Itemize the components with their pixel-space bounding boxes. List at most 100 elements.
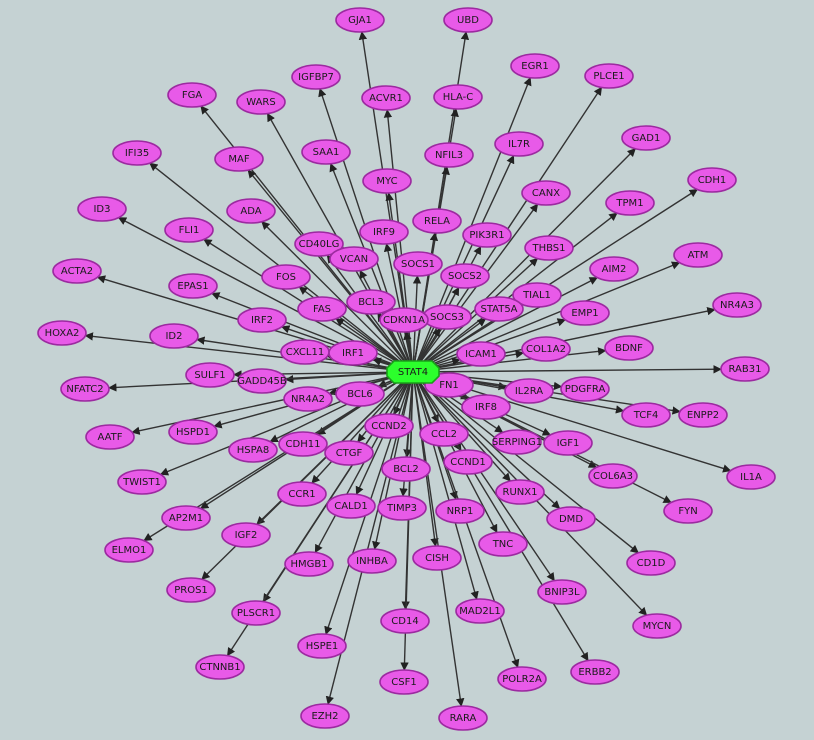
node-maf[interactable]: MAF: [214, 146, 264, 172]
node-fyn[interactable]: FYN: [663, 498, 713, 524]
hub-shape[interactable]: [386, 360, 440, 384]
node-myc[interactable]: MYC: [362, 168, 412, 194]
node-shape[interactable]: [347, 548, 397, 574]
node-igf1[interactable]: IGF1: [543, 430, 593, 456]
node-shape[interactable]: [335, 381, 385, 407]
node-cxcl11[interactable]: CXCL11: [280, 339, 330, 365]
node-shape[interactable]: [497, 666, 547, 692]
node-cdh11[interactable]: CDH11: [278, 431, 328, 457]
node-shape[interactable]: [494, 131, 544, 157]
node-canx[interactable]: CANX: [521, 180, 571, 206]
node-shape[interactable]: [440, 263, 490, 289]
node-ccnd1[interactable]: CCND1: [443, 449, 493, 475]
node-shape[interactable]: [77, 196, 127, 222]
node-socs3[interactable]: SOCS3: [422, 304, 472, 330]
node-shape[interactable]: [512, 282, 562, 308]
node-cd14[interactable]: CD14: [380, 608, 430, 634]
node-cdkn1a[interactable]: CDKN1A: [379, 307, 429, 333]
node-cd40lg[interactable]: CD40LG: [294, 231, 344, 257]
node-hspe1[interactable]: HSPE1: [297, 633, 347, 659]
node-shape[interactable]: [294, 231, 344, 257]
node-nrp1[interactable]: NRP1: [435, 498, 485, 524]
node-shape[interactable]: [560, 376, 610, 402]
node-vcan[interactable]: VCAN: [329, 246, 379, 272]
node-hspd1[interactable]: HSPD1: [168, 419, 218, 445]
node-shape[interactable]: [161, 505, 211, 531]
node-shape[interactable]: [60, 376, 110, 402]
node-tcf4[interactable]: TCF4: [621, 402, 671, 428]
node-shape[interactable]: [621, 402, 671, 428]
node-mad2l1[interactable]: MAD2L1: [455, 598, 505, 624]
node-gad1[interactable]: GAD1: [621, 125, 671, 151]
node-irf2[interactable]: IRF2: [237, 307, 287, 333]
node-shape[interactable]: [412, 208, 462, 234]
node-serping1[interactable]: SERPING1: [492, 429, 542, 455]
node-shape[interactable]: [297, 296, 347, 322]
node-shape[interactable]: [381, 456, 431, 482]
node-shape[interactable]: [435, 498, 485, 524]
node-pik3r1[interactable]: PIK3R1: [462, 222, 512, 248]
node-socs2[interactable]: SOCS2: [440, 263, 490, 289]
node-thbs1[interactable]: THBS1: [524, 235, 574, 261]
node-epas1[interactable]: EPAS1: [168, 273, 218, 299]
node-bnip3l[interactable]: BNIP3L: [537, 579, 587, 605]
node-shape[interactable]: [277, 481, 327, 507]
node-shape[interactable]: [462, 222, 512, 248]
node-shape[interactable]: [510, 53, 560, 79]
node-shape[interactable]: [521, 180, 571, 206]
node-shape[interactable]: [546, 506, 596, 532]
node-dmd[interactable]: DMD: [546, 506, 596, 532]
node-id2[interactable]: ID2: [149, 323, 199, 349]
node-shape[interactable]: [237, 307, 287, 333]
node-nfil3[interactable]: NFIL3: [424, 142, 474, 168]
node-runx1[interactable]: RUNX1: [495, 479, 545, 505]
node-shape[interactable]: [168, 273, 218, 299]
node-shape[interactable]: [37, 320, 87, 346]
node-shape[interactable]: [291, 64, 341, 90]
node-shape[interactable]: [584, 63, 634, 89]
node-shape[interactable]: [443, 449, 493, 475]
node-ap2m1[interactable]: AP2M1: [161, 505, 211, 531]
node-hla-c[interactable]: HLA-C: [433, 84, 483, 110]
node-col6a3[interactable]: COL6A3: [588, 463, 638, 489]
node-shape[interactable]: [456, 341, 506, 367]
node-irf9[interactable]: IRF9: [359, 219, 409, 245]
node-shape[interactable]: [478, 531, 528, 557]
node-shape[interactable]: [663, 498, 713, 524]
node-shape[interactable]: [461, 394, 511, 420]
node-shape[interactable]: [543, 430, 593, 456]
node-hoxa2[interactable]: HOXA2: [37, 320, 87, 346]
node-ccnd2[interactable]: CCND2: [364, 413, 414, 439]
node-nr4a2[interactable]: NR4A2: [283, 386, 333, 412]
node-shape[interactable]: [379, 307, 429, 333]
node-elmo1[interactable]: ELMO1: [104, 537, 154, 563]
node-enpp2[interactable]: ENPP2: [678, 402, 728, 428]
node-fas[interactable]: FAS: [297, 296, 347, 322]
node-shape[interactable]: [393, 251, 443, 277]
node-cd1d[interactable]: CD1D: [626, 550, 676, 576]
node-shape[interactable]: [104, 537, 154, 563]
node-shape[interactable]: [149, 323, 199, 349]
node-shape[interactable]: [605, 190, 655, 216]
node-bdnf[interactable]: BDNF: [604, 335, 654, 361]
node-atm[interactable]: ATM: [673, 242, 723, 268]
node-shape[interactable]: [346, 289, 396, 315]
node-cald1[interactable]: CALD1: [326, 493, 376, 519]
node-shape[interactable]: [495, 479, 545, 505]
node-timp3[interactable]: TIMP3: [377, 495, 427, 521]
node-shape[interactable]: [362, 168, 412, 194]
node-shape[interactable]: [492, 429, 542, 455]
node-shape[interactable]: [112, 140, 162, 166]
node-irf8[interactable]: IRF8: [461, 394, 511, 420]
node-shape[interactable]: [329, 246, 379, 272]
node-rela[interactable]: RELA: [412, 208, 462, 234]
node-stat4-hub[interactable]: STAT4: [386, 360, 440, 384]
node-shape[interactable]: [632, 613, 682, 639]
node-acta2[interactable]: ACTA2: [52, 258, 102, 284]
node-bcl2[interactable]: BCL2: [381, 456, 431, 482]
node-ccl2[interactable]: CCL2: [419, 421, 469, 447]
node-shape[interactable]: [166, 577, 216, 603]
node-shape[interactable]: [301, 139, 351, 165]
node-shape[interactable]: [361, 85, 411, 111]
node-shape[interactable]: [412, 545, 462, 571]
